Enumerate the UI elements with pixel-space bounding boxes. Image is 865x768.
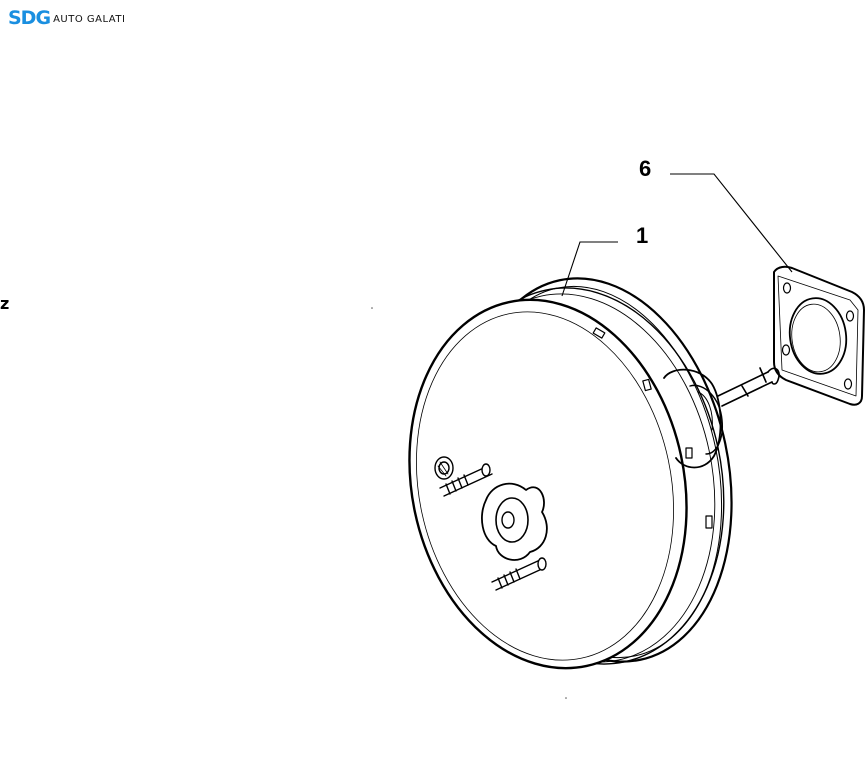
booster-front-face [408, 298, 688, 670]
gasket-bolt-hole [782, 282, 792, 294]
front-mount-boss [495, 497, 529, 543]
booster-boot-rib [697, 391, 713, 431]
front-mount-bore [501, 511, 515, 529]
booster-boot [689, 384, 723, 455]
gasket-center-hole-edge [791, 303, 841, 373]
scan-dot [371, 307, 373, 309]
seam-tab [592, 327, 606, 339]
brake-booster [408, 277, 780, 670]
gasket-bolt-hole [843, 378, 853, 390]
gasket-center-hole [788, 297, 848, 375]
gasket-bolt-hole [845, 310, 855, 322]
brand-mark: SDG [8, 7, 51, 29]
lower-stud [491, 557, 547, 591]
push-rod [717, 367, 780, 407]
scan-dot [565, 697, 567, 699]
gasket [773, 265, 865, 406]
edge-mark: z [0, 294, 10, 313]
brand-name: AUTO GALATI [53, 14, 126, 25]
gasket-bolt-hole [781, 344, 791, 356]
seam-tab [642, 378, 652, 392]
brand-logo: SDG AUTO GALATI [8, 6, 125, 28]
booster-front-face-inner [416, 311, 674, 661]
seam-tab [705, 515, 713, 529]
seam-tabs [592, 327, 713, 529]
gasket-outline [773, 265, 865, 406]
booster-rear-hub [663, 368, 722, 469]
leader-line-1 [561, 241, 618, 297]
leader-lines [561, 173, 793, 297]
callout-label-6: 6 [639, 156, 651, 181]
leader-line-6 [670, 173, 793, 273]
callout-label-1: 1 [636, 223, 648, 248]
check-valve-grommet [434, 456, 454, 480]
upper-stud [439, 463, 493, 497]
gasket-outline-inner [777, 275, 859, 397]
seam-tab [685, 447, 693, 459]
